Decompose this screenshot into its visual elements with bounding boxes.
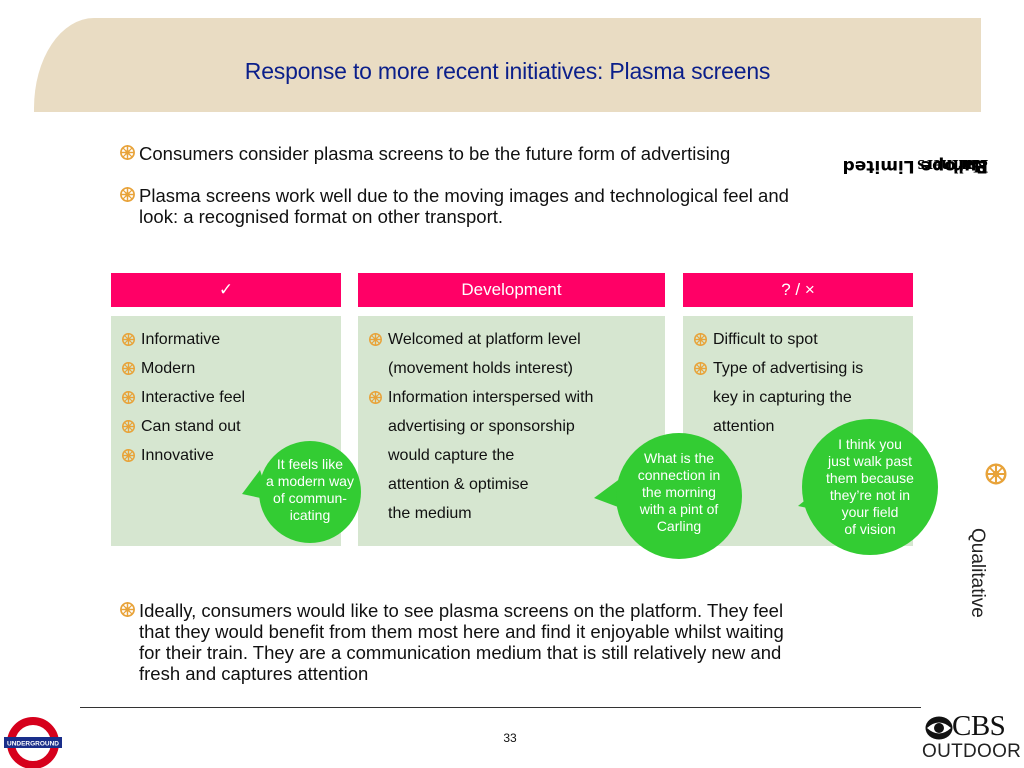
- speech-bubble-1-text: It feels like a modern way of commun- ic…: [266, 456, 354, 523]
- bullet-flower-icon: [120, 601, 135, 618]
- page-number: 33: [503, 731, 517, 745]
- list-item: Information interspersed with: [369, 383, 593, 412]
- footer-divider: [80, 707, 921, 708]
- speech-bubble-2-text: What is the connection in the morning wi…: [637, 450, 721, 534]
- qualitative-label: Qualitative: [967, 528, 988, 618]
- list-item: Innovative: [122, 441, 245, 470]
- bullet-flower-icon: [120, 186, 135, 203]
- svg-text:UNDERGROUND: UNDERGROUND: [7, 741, 59, 748]
- bullet-flower-icon: [122, 419, 135, 434]
- negative-list: Difficult to spot Type of advertising is…: [694, 325, 863, 441]
- bullet-flower-icon: [122, 390, 135, 405]
- bullet-bottom: Ideally, consumers would like to see pla…: [120, 600, 784, 684]
- list-item-continued: the medium: [388, 505, 472, 522]
- list-item-continued: advertising or sponsorship: [388, 418, 575, 435]
- bullet-flower-icon: [369, 390, 382, 405]
- column-development: Welcomed at platform level (movement hol…: [358, 316, 665, 546]
- list-item: Welcomed at platform level: [369, 325, 593, 354]
- bullet-flower-icon: [369, 332, 382, 347]
- list-item-continued: key in capturing the: [713, 389, 852, 406]
- list-item-continued: attention & optimise: [388, 476, 529, 493]
- bullet-flower-icon: [120, 144, 135, 161]
- hall-partners-logo: Hall & Partners Europe Limited: [842, 155, 988, 176]
- bullet-flower-icon: [694, 361, 707, 376]
- list-item-continued: (movement holds interest): [388, 360, 573, 377]
- list-item-continued: would capture the: [388, 447, 515, 464]
- header-development: Development: [358, 273, 665, 307]
- slide-title: Response to more recent initiatives: Pla…: [244, 58, 771, 84]
- bullet-flower-icon: [122, 361, 135, 376]
- column-positive: Informative Modern Interactive feel Can …: [111, 316, 341, 546]
- bullet-top-1: Consumers consider plasma screens to be …: [120, 143, 730, 164]
- hall-partners-flower-icon: [985, 462, 1007, 486]
- underground-roundel-logo: UNDERGROUND: [4, 717, 62, 768]
- list-item-continued: attention: [713, 418, 775, 435]
- bullet-flower-icon: [122, 332, 135, 347]
- list-item: Modern: [122, 354, 245, 383]
- positive-list: Informative Modern Interactive feel Can …: [122, 325, 245, 470]
- development-list: Welcomed at platform level (movement hol…: [369, 325, 593, 528]
- list-item: Interactive feel: [122, 383, 245, 412]
- title-band: [34, 18, 981, 112]
- list-item: Type of advertising is: [694, 354, 863, 383]
- list-item: Informative: [122, 325, 245, 354]
- cbs-logo-text: CBS: [952, 710, 1006, 742]
- cbs-eye-icon: [925, 716, 953, 740]
- header-positive: ✓: [111, 273, 341, 307]
- header-negative: ? / ×: [683, 273, 913, 307]
- bullet-top-2: Plasma screens work well due to the movi…: [120, 185, 789, 227]
- speech-bubble-3-text: I think you just walk past them because …: [826, 436, 914, 537]
- bullet-flower-icon: [694, 332, 707, 347]
- bullet-flower-icon: [122, 448, 135, 463]
- list-item: Difficult to spot: [694, 325, 863, 354]
- list-item: Can stand out: [122, 412, 245, 441]
- outdoor-logo-text: OUTDOOR: [922, 741, 1022, 762]
